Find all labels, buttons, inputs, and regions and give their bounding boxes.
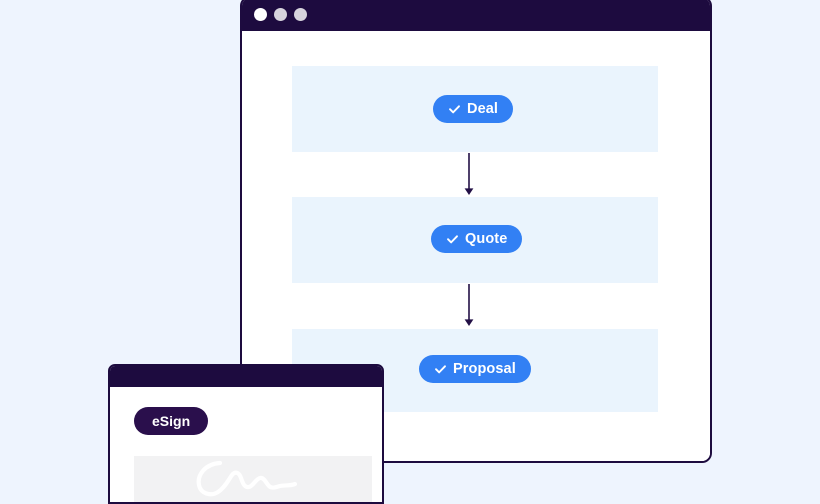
flow-step-deal-label: Deal [467, 100, 499, 117]
flow-step-deal-pill[interactable]: Deal [433, 95, 514, 123]
check-icon [434, 363, 447, 376]
signature-stroke-icon [196, 460, 298, 497]
esign-window: eSign [108, 364, 384, 504]
check-icon [448, 103, 461, 116]
arrow-deal-to-quote [462, 153, 476, 197]
check-icon [446, 233, 459, 246]
esign-badge[interactable]: eSign [134, 407, 209, 435]
esign-window-content: eSign [110, 387, 382, 502]
flow-step-proposal-label: Proposal [453, 360, 516, 377]
esign-window-titlebar [110, 366, 382, 387]
window-dot-close[interactable] [254, 8, 267, 21]
flow-step-proposal-pill[interactable]: Proposal [419, 355, 531, 383]
signature-field[interactable] [134, 456, 372, 502]
flow-step-quote-label: Quote [465, 230, 508, 247]
arrow-quote-to-proposal [462, 284, 476, 328]
esign-badge-label: eSign [152, 413, 191, 429]
window-dot-minimize[interactable] [274, 8, 287, 21]
window-titlebar [242, 0, 710, 31]
flow-step-quote-pill[interactable]: Quote [431, 225, 523, 253]
window-dot-maximize[interactable] [294, 8, 307, 21]
